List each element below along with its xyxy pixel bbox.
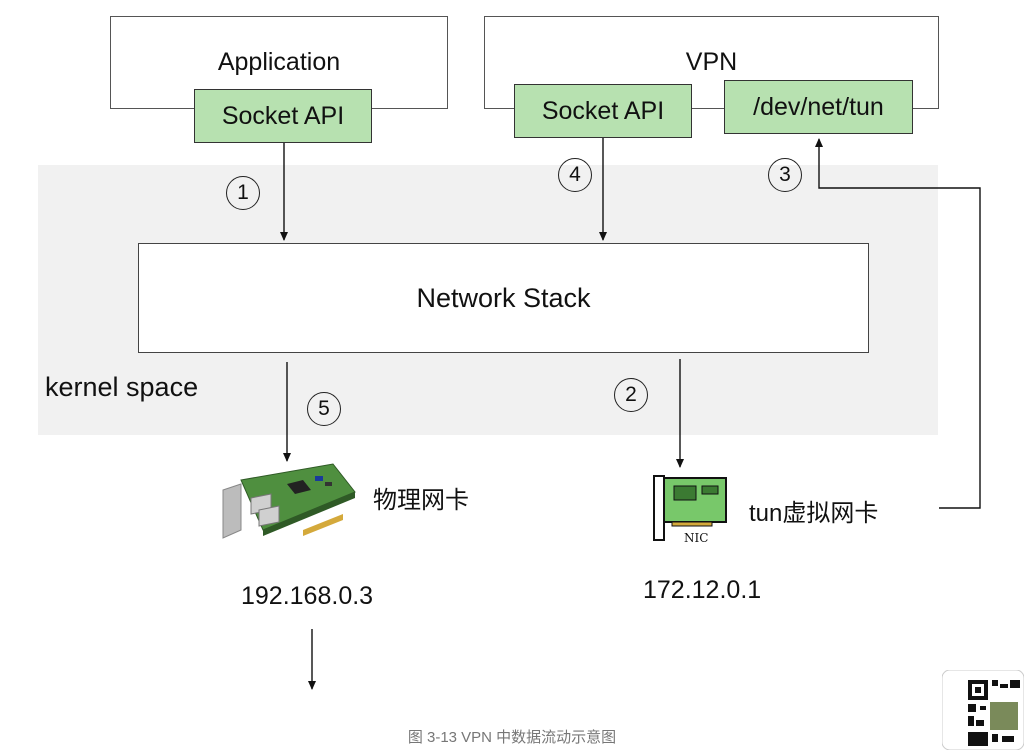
kernel-space-label: kernel space [45,372,199,402]
tun-nic-card-text: NIC [684,531,708,545]
step-5-label: 5 [318,397,330,420]
app-socket-api-label: Socket API [221,101,345,130]
tun-nic-label: tun虚拟网卡 [749,500,879,527]
step-5-marker: 5 [307,392,341,426]
physical-nic-ip: 192.168.0.3 [241,582,374,610]
step-2-marker: 2 [614,378,648,412]
step-2-label: 2 [625,383,637,406]
step-4-marker: 4 [558,158,592,192]
figure-caption: 图 3-13 VPN 中数据流动示意图 [407,729,617,746]
tun-device-label: /dev/net/tun [753,92,884,121]
physical-nic-icon [222,463,356,539]
network-stack-box [138,243,869,353]
tun-nic-icon: NIC [653,475,727,545]
step-4-label: 4 [569,163,581,186]
step-3-label: 3 [779,163,791,186]
tun-device: /dev/net/tun [724,80,913,134]
tun-nic-ip: 172.12.0.1 [643,576,762,604]
app-socket-api: Socket API [194,89,372,143]
arrow-tun-nic-to-tun-device [815,138,981,509]
vpn-title: VPN [685,48,738,76]
vpn-socket-api-label: Socket API [541,96,665,125]
vpn-socket-api: Socket API [514,84,692,138]
application-title: Application [217,48,341,76]
qr-code-icon [942,670,1024,750]
step-1-marker: 1 [226,176,260,210]
network-stack-label: Network Stack [416,283,591,313]
step-3-marker: 3 [768,158,802,192]
step-1-label: 1 [237,181,249,204]
physical-nic-label: 物理网卡 [373,487,469,514]
